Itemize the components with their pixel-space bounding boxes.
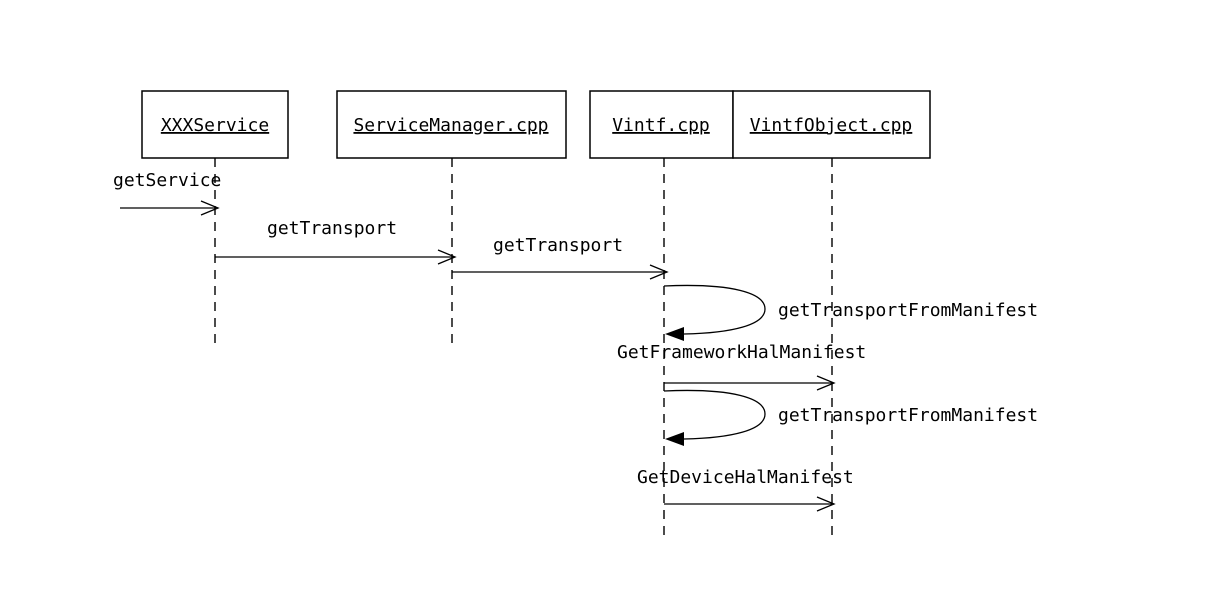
participant-label-vintf: Vintf.cpp <box>612 115 710 136</box>
open-arrowhead <box>816 496 836 512</box>
message-label-getframeworkhalmanifest: GetFrameworkHalManifest <box>617 342 866 363</box>
open-arrowhead <box>437 249 457 265</box>
message-selfcall-gettransportfrommanifest-2: getTransportFromManifest <box>663 389 1038 446</box>
self-call-arc <box>663 389 766 440</box>
participant-box-vintf <box>589 90 734 159</box>
open-arrowhead <box>200 200 220 216</box>
message-getframeworkhalmanifest: GetFrameworkHalManifest <box>617 342 866 391</box>
open-arrowhead <box>816 375 836 391</box>
message-label-gettransportfrommanifest-1: getTransportFromManifest <box>778 300 1038 321</box>
participant-box-vintfobject <box>732 90 931 159</box>
message-label-gettransportfrommanifest-2: getTransportFromManifest <box>778 405 1038 426</box>
participant-label-servicemanager: ServiceManager.cpp <box>353 115 548 136</box>
participant-label-xxxservice: XXXService <box>161 115 269 136</box>
message-label-gettransport-2: getTransport <box>493 235 623 256</box>
participant-xxxservice: XXXService <box>141 90 289 159</box>
participant-label-vintfobject: VintfObject.cpp <box>750 115 913 136</box>
participant-servicemanager: ServiceManager.cpp <box>336 90 567 159</box>
participant-vintfobject: VintfObject.cpp <box>732 90 931 159</box>
open-arrowhead <box>649 264 669 280</box>
message-label-getdevicehalmanifest: GetDeviceHalManifest <box>637 467 854 488</box>
message-getdevicehalmanifest: GetDeviceHalManifest <box>637 467 854 512</box>
message-label-gettransport-1: getTransport <box>267 218 397 239</box>
message-getservice: getService <box>113 170 221 216</box>
solid-arrowhead <box>665 327 684 341</box>
message-label-getservice: getService <box>113 170 221 191</box>
participant-box-xxxservice <box>141 90 289 159</box>
message-selfcall-gettransportfrommanifest-1: getTransportFromManifest <box>663 284 1038 341</box>
message-gettransport-2: getTransport <box>452 235 669 280</box>
self-call-arc <box>663 284 766 335</box>
participant-box-servicemanager <box>336 90 567 159</box>
participant-vintf: Vintf.cpp <box>589 90 734 159</box>
solid-arrowhead <box>665 432 684 446</box>
message-gettransport-1: getTransport <box>215 218 457 265</box>
